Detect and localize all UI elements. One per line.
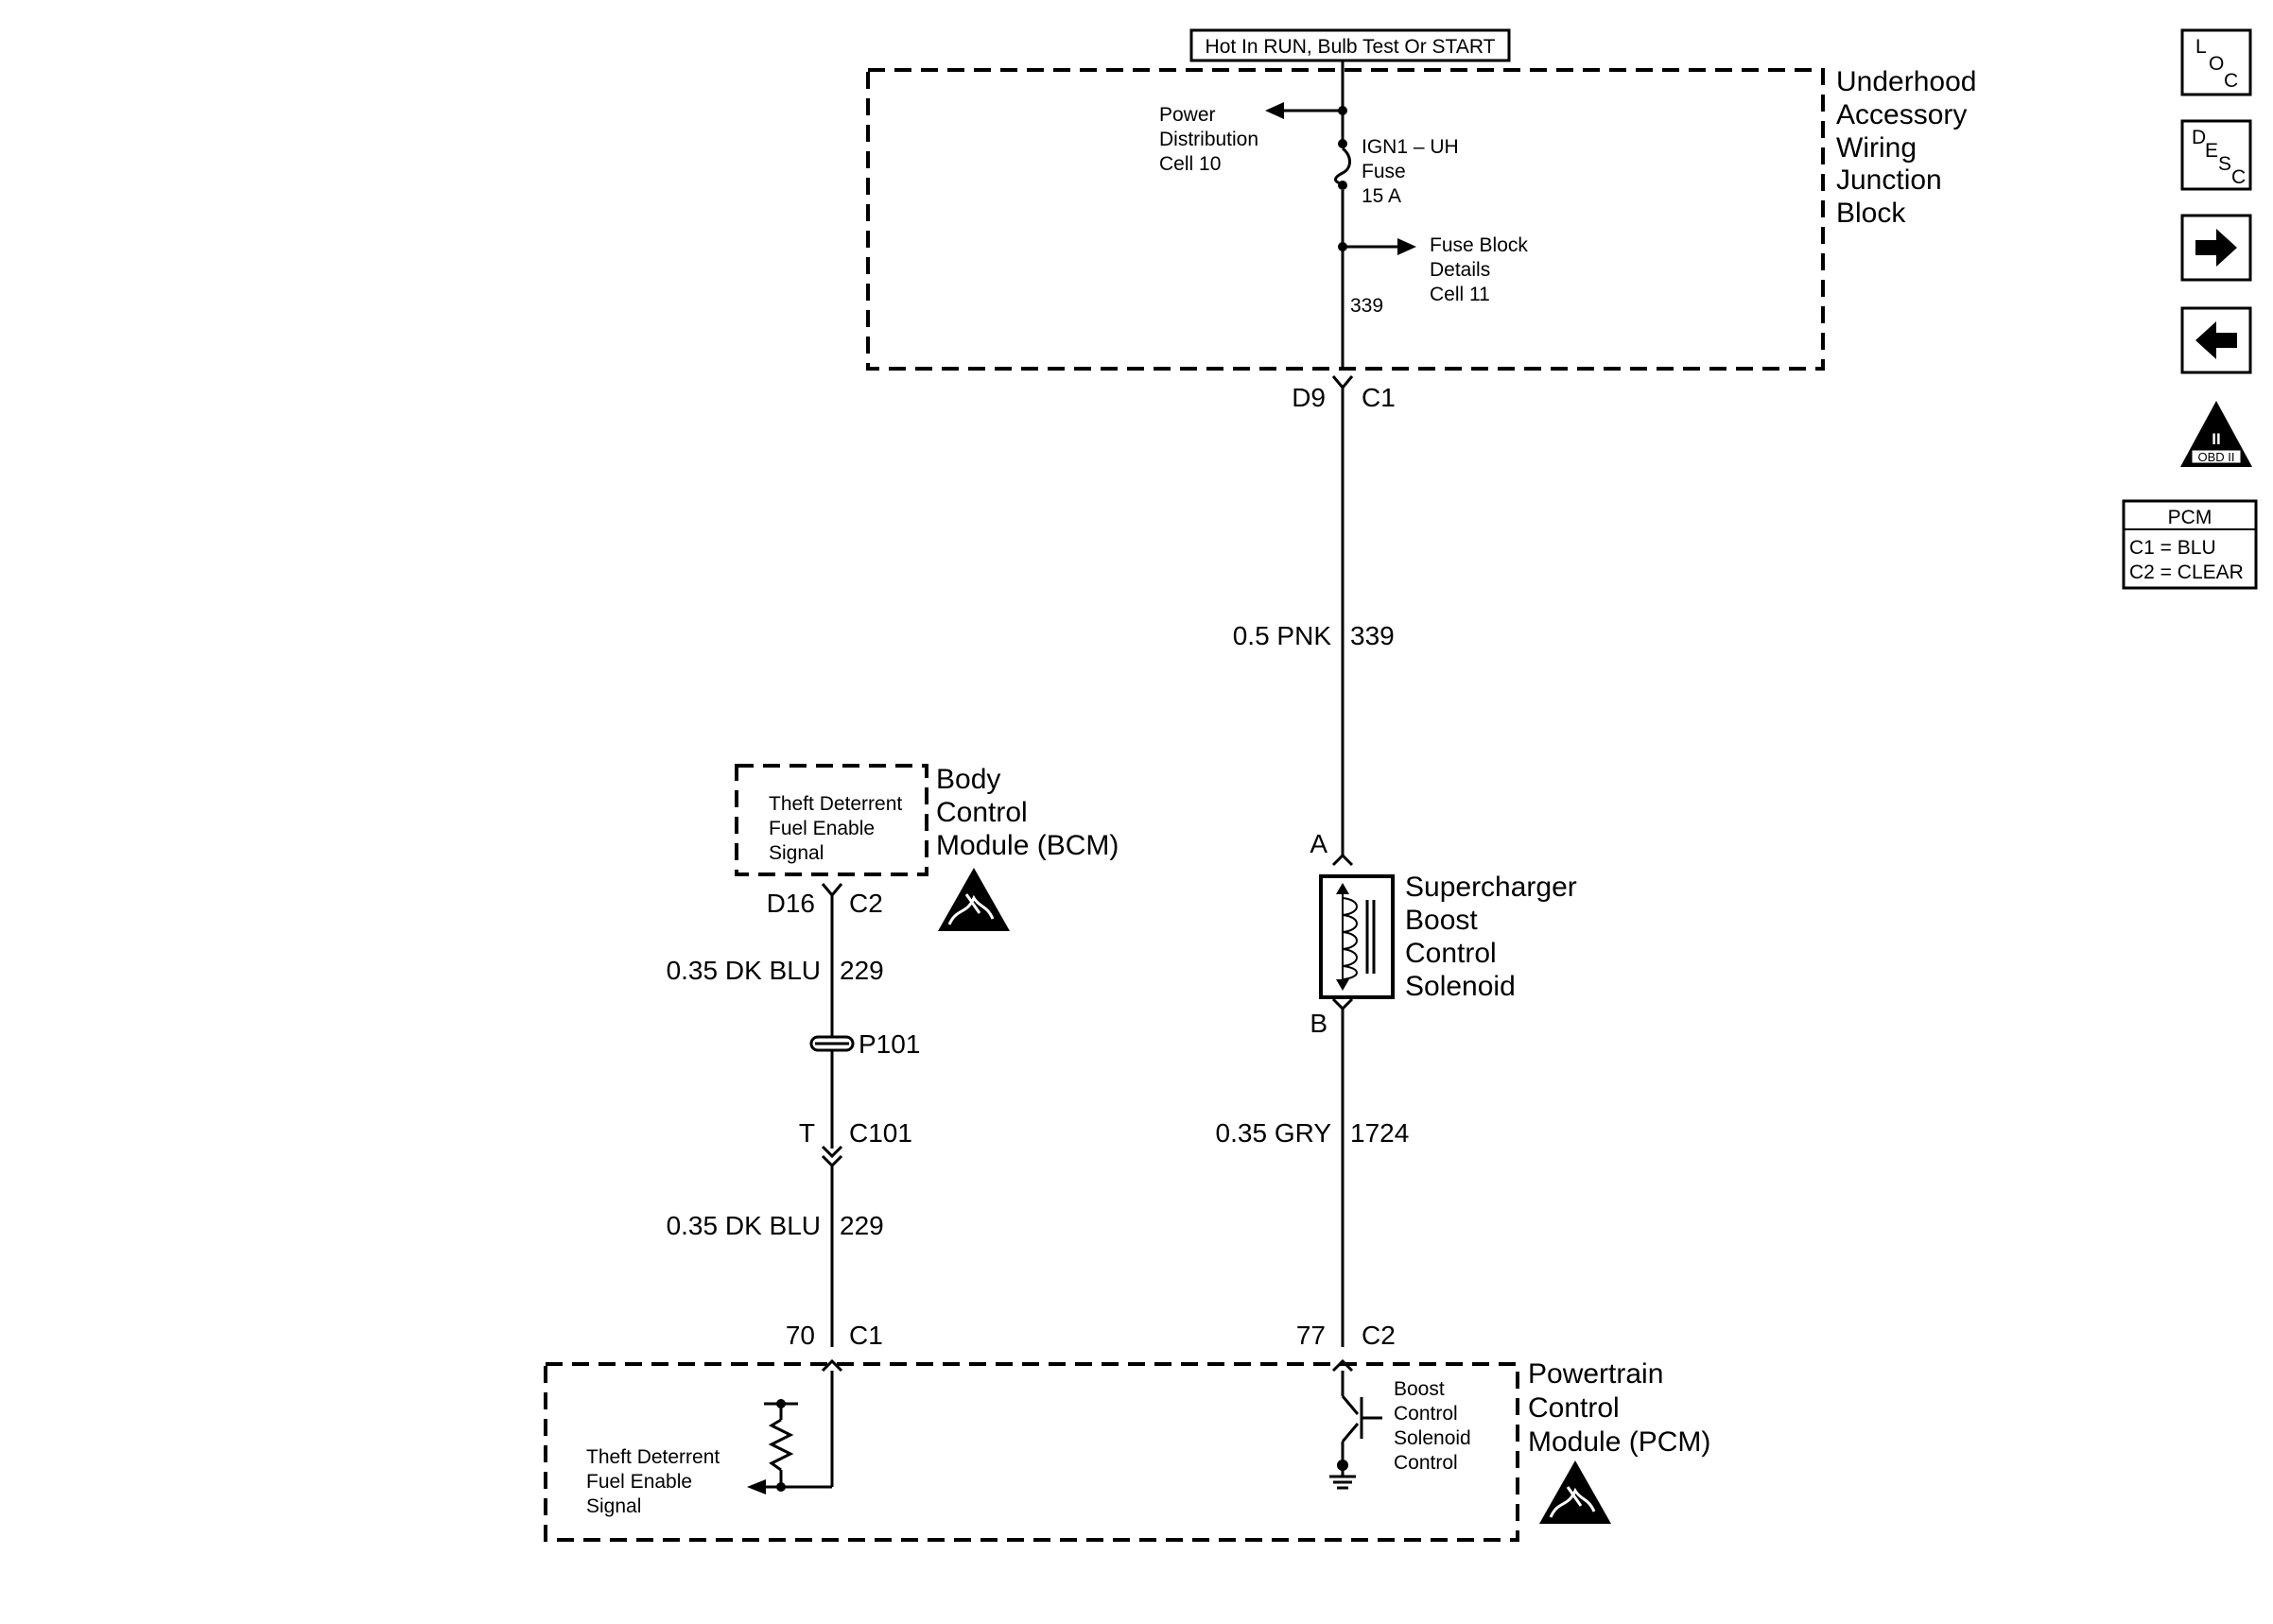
fuse-block-label: Fuse Block Details Cell 11 xyxy=(1430,234,1534,305)
pcm-right-conn: C2 xyxy=(1362,1321,1396,1350)
fuse-terminal-top xyxy=(1338,139,1347,148)
fuse-block-arrow-icon xyxy=(1397,238,1416,255)
connector-icon xyxy=(821,883,843,898)
esd-warning-icon xyxy=(938,868,1010,931)
loc-letter: O xyxy=(2209,53,2224,75)
connector-icon xyxy=(1331,375,1354,390)
loc-letter: C xyxy=(2224,70,2238,92)
connector-icon xyxy=(821,1358,843,1373)
desc-letter: C xyxy=(2231,166,2246,188)
connector-icon xyxy=(1331,1358,1354,1373)
fuse-icon xyxy=(1334,147,1351,186)
connector-icon xyxy=(821,1145,843,1159)
bcm-connector-id: C2 xyxy=(849,889,883,918)
power-source-label-box: Hot In RUN, Bulb Test Or START xyxy=(1189,28,1511,62)
pcm-left-conn: C1 xyxy=(849,1321,883,1350)
bcm-title: Body Control Module (BCM) xyxy=(936,764,1119,861)
ground-icon xyxy=(1329,1465,1356,1490)
solenoid-label: Supercharger Boost Control Solenoid xyxy=(1405,872,1585,1002)
obd-ii-icon-button[interactable]: OBD II II xyxy=(2180,401,2252,467)
desc-letter: E xyxy=(2205,140,2218,162)
arrow-down-icon xyxy=(1336,979,1349,991)
pcm-connector-legend: PCM C1 = BLU C2 = CLEAR xyxy=(2122,499,2258,590)
wire-color-label: 0.35 DK BLU xyxy=(667,956,821,985)
next-arrow-button[interactable] xyxy=(2180,214,2252,282)
loc-letter: L xyxy=(2195,36,2207,58)
junction-block-outline xyxy=(866,68,1825,371)
arrow-right-icon xyxy=(2195,229,2237,267)
wire-circuit-label: 1724 xyxy=(1350,1118,1409,1148)
transistor-emitter xyxy=(1341,1423,1360,1443)
legend-row: C1 = BLU xyxy=(2129,537,2216,559)
legend-row: C2 = CLEAR xyxy=(2129,561,2244,583)
solenoid-box xyxy=(1319,874,1395,999)
wire-circuit-label: 339 xyxy=(1350,621,1395,650)
bcm-signal-label: Theft Deterrent Fuel Enable Signal xyxy=(769,793,908,864)
connector-id-c1: C1 xyxy=(1362,383,1396,412)
junction-block-title: Underhood Accessory Wiring Junction Bloc… xyxy=(1836,66,1985,229)
circuit-number-inside: 339 xyxy=(1350,295,1383,317)
connector-icon xyxy=(1331,997,1354,1011)
wire-color-label: 0.35 GRY xyxy=(1216,1118,1332,1148)
bcm-outline xyxy=(735,764,928,876)
wire-color-label: 0.35 DK BLU xyxy=(667,1211,821,1240)
pcm-right-pin: 77 xyxy=(1296,1321,1326,1350)
solenoid-pin-b: B xyxy=(1310,1009,1327,1038)
inline-connector-id: C101 xyxy=(849,1118,912,1148)
fuse-terminal-bottom xyxy=(1338,181,1347,190)
input-arrow-icon xyxy=(747,1479,766,1494)
obd-numeral: II xyxy=(2212,430,2220,448)
pcm-theft-label: Theft Deterrent Fuel Enable Signal xyxy=(586,1446,725,1517)
power-dist-arrow-icon xyxy=(1265,102,1284,119)
pcm-title: Powertrain Control Module (PCM) xyxy=(1528,1358,1710,1458)
desc-letter: D xyxy=(2192,127,2206,148)
connector-pin-d9: D9 xyxy=(1292,383,1326,412)
previous-arrow-button[interactable] xyxy=(2180,306,2252,374)
connector-icon xyxy=(1331,853,1354,867)
arrow-up-icon xyxy=(1336,883,1349,894)
desc-letter: S xyxy=(2218,153,2231,175)
bcm-connector-pin: D16 xyxy=(767,889,815,918)
pcm-left-pin: 70 xyxy=(786,1321,815,1350)
pcm-boost-label: Boost Control Solenoid Control xyxy=(1394,1378,1477,1474)
coil-icon xyxy=(1342,897,1358,980)
wire-circuit-label: 229 xyxy=(840,956,884,985)
arrow-left-icon xyxy=(2195,321,2237,359)
wire-circuit-label: 229 xyxy=(840,1211,884,1240)
legend-title: PCM xyxy=(2168,507,2212,528)
power-source-label: Hot In RUN, Bulb Test Or START xyxy=(1206,36,1496,58)
fuse-label: IGN1 – UH Fuse 15 A xyxy=(1362,136,1465,207)
resistor-icon xyxy=(768,1418,794,1472)
transistor-collector xyxy=(1341,1395,1360,1415)
obd-label: OBD II xyxy=(2197,450,2234,464)
splice-pack-icon xyxy=(809,1035,855,1052)
splice-label: P101 xyxy=(859,1029,920,1059)
esd-warning-icon xyxy=(1539,1460,1611,1524)
pcm-outline xyxy=(544,1362,1519,1542)
splice-dot xyxy=(1338,106,1347,115)
power-dist-label: Power Distribution Cell 10 xyxy=(1159,104,1264,175)
description-icon-button[interactable]: D E S C xyxy=(2180,119,2252,191)
inline-connector-pin: T xyxy=(799,1118,815,1148)
location-icon-button[interactable]: L O C xyxy=(2180,28,2252,96)
wire-color-label: 0.5 PNK xyxy=(1233,621,1332,650)
solenoid-pin-a: A xyxy=(1310,829,1327,858)
